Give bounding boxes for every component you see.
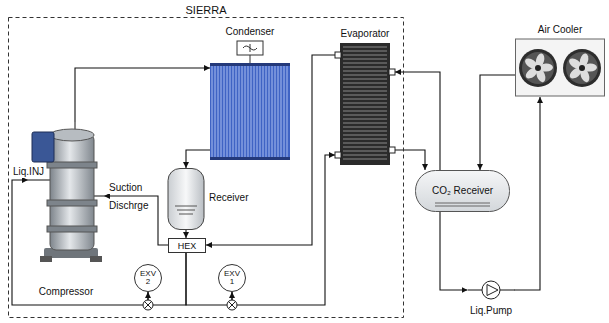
- node-label: CO₂ Receiver: [432, 185, 493, 197]
- co2-receiver-tank: CO₂ Receiver: [415, 170, 510, 212]
- fan-box: [237, 41, 263, 55]
- fan-blades: [243, 44, 257, 52]
- fan: [519, 49, 557, 87]
- port: [335, 152, 341, 158]
- node-label: Compressor: [39, 286, 93, 298]
- liquid-pump: Liq.Pump: [468, 281, 515, 317]
- expansion-valve-actuator: EXV 1: [218, 264, 246, 292]
- liquid-level: [175, 206, 197, 214]
- expansion-valve-symbol: [227, 300, 237, 310]
- valve-actuator: [219, 265, 246, 292]
- compressor-body: [50, 134, 94, 250]
- node-label: Liq.Pump: [470, 305, 512, 317]
- pump-triangle: [487, 285, 498, 296]
- pipe-line: [515, 97, 541, 290]
- tank-shell: [168, 169, 204, 230]
- fan: [563, 49, 601, 87]
- pipe-line: [104, 196, 168, 245]
- pipe-line: [206, 55, 335, 245]
- receiver-tank: Receiver: [165, 168, 261, 230]
- pipe-line: [480, 75, 515, 170]
- node-label: HEX: [178, 240, 197, 251]
- text-holder: Receiver: [209, 192, 248, 204]
- node-label: EXV 2: [139, 270, 157, 286]
- port-label: Suction: [108, 182, 143, 194]
- text-holder: EXV 1: [218, 270, 246, 287]
- liquid-level: [435, 203, 490, 206]
- node-label: Condenser: [226, 26, 275, 38]
- compressor-cap: [50, 129, 94, 141]
- shape-outline: [210, 26, 290, 160]
- system-boundary: SIERRA Condenser EvaporatorReceiverCompres…: [8, 4, 404, 318]
- foot: [40, 256, 52, 262]
- pipe-stub: [28, 180, 50, 181]
- coil-header: [210, 157, 290, 160]
- flange: [47, 162, 97, 168]
- plate-stack: [340, 43, 390, 165]
- node-label: Air Cooler: [538, 24, 582, 36]
- plate-lines: [343, 47, 387, 159]
- flange: [47, 226, 97, 232]
- pipe-line: [395, 72, 440, 170]
- heat-exchanger-box: HEX: [168, 238, 206, 253]
- text-holder: Compressor: [28, 286, 104, 298]
- condenser-coil: Condenser: [210, 26, 290, 160]
- port: [389, 147, 395, 153]
- terminal-box: [32, 132, 54, 162]
- port-label: Dischrge: [108, 200, 149, 212]
- text-holder: SIERRA: [8, 4, 404, 17]
- cooler-casing: [516, 39, 605, 96]
- compressor: Compressor: [28, 122, 104, 298]
- air-cooler: Air Cooler: [515, 24, 605, 97]
- node-label: Evaporator: [341, 28, 390, 40]
- text-holder: Air Cooler: [515, 24, 605, 36]
- expansion-valve-symbol: [143, 300, 153, 310]
- text-holder: Evaporator: [335, 28, 395, 40]
- node-label: SIERRA: [186, 4, 227, 17]
- pipe-line: [75, 68, 210, 122]
- shape-outline: [28, 122, 104, 298]
- text-holder: CO₂ Receiver: [415, 185, 510, 197]
- text-holder: Liq.Pump: [468, 305, 515, 317]
- dashed-boundary: [9, 18, 404, 318]
- node-label: Receiver: [209, 192, 248, 204]
- pipe-line: [232, 155, 335, 305]
- tank-shell: [416, 171, 510, 212]
- plate-evaporator: Evaporator: [335, 28, 395, 167]
- text-holder: HEX: [168, 240, 206, 251]
- expansion-valve-actuator: EXV 2: [134, 264, 162, 292]
- fan-stem: [250, 55, 251, 63]
- coil-body: [210, 63, 290, 160]
- node-label: EXV 1: [223, 270, 241, 286]
- pipe-stub: [468, 290, 482, 291]
- shape-outline: [335, 28, 395, 167]
- coil-header: [210, 63, 290, 66]
- pipe-line: [186, 150, 210, 168]
- port-label: Liq.INJ: [12, 166, 45, 178]
- pump-body: [482, 281, 500, 299]
- text-holder: Condenser: [210, 26, 290, 38]
- port: [335, 52, 341, 58]
- pipe-line: [395, 150, 425, 170]
- pipe-stub: [500, 290, 515, 291]
- valve-actuator: [135, 265, 162, 292]
- pipe-line: [440, 212, 468, 290]
- text-holder: EXV 2: [134, 270, 162, 287]
- hex-outline: [169, 239, 206, 253]
- flange: [47, 200, 97, 206]
- coil-fins: [212, 66, 287, 157]
- pipe-line: [185, 230, 186, 238]
- foot: [90, 256, 102, 262]
- port: [389, 69, 395, 75]
